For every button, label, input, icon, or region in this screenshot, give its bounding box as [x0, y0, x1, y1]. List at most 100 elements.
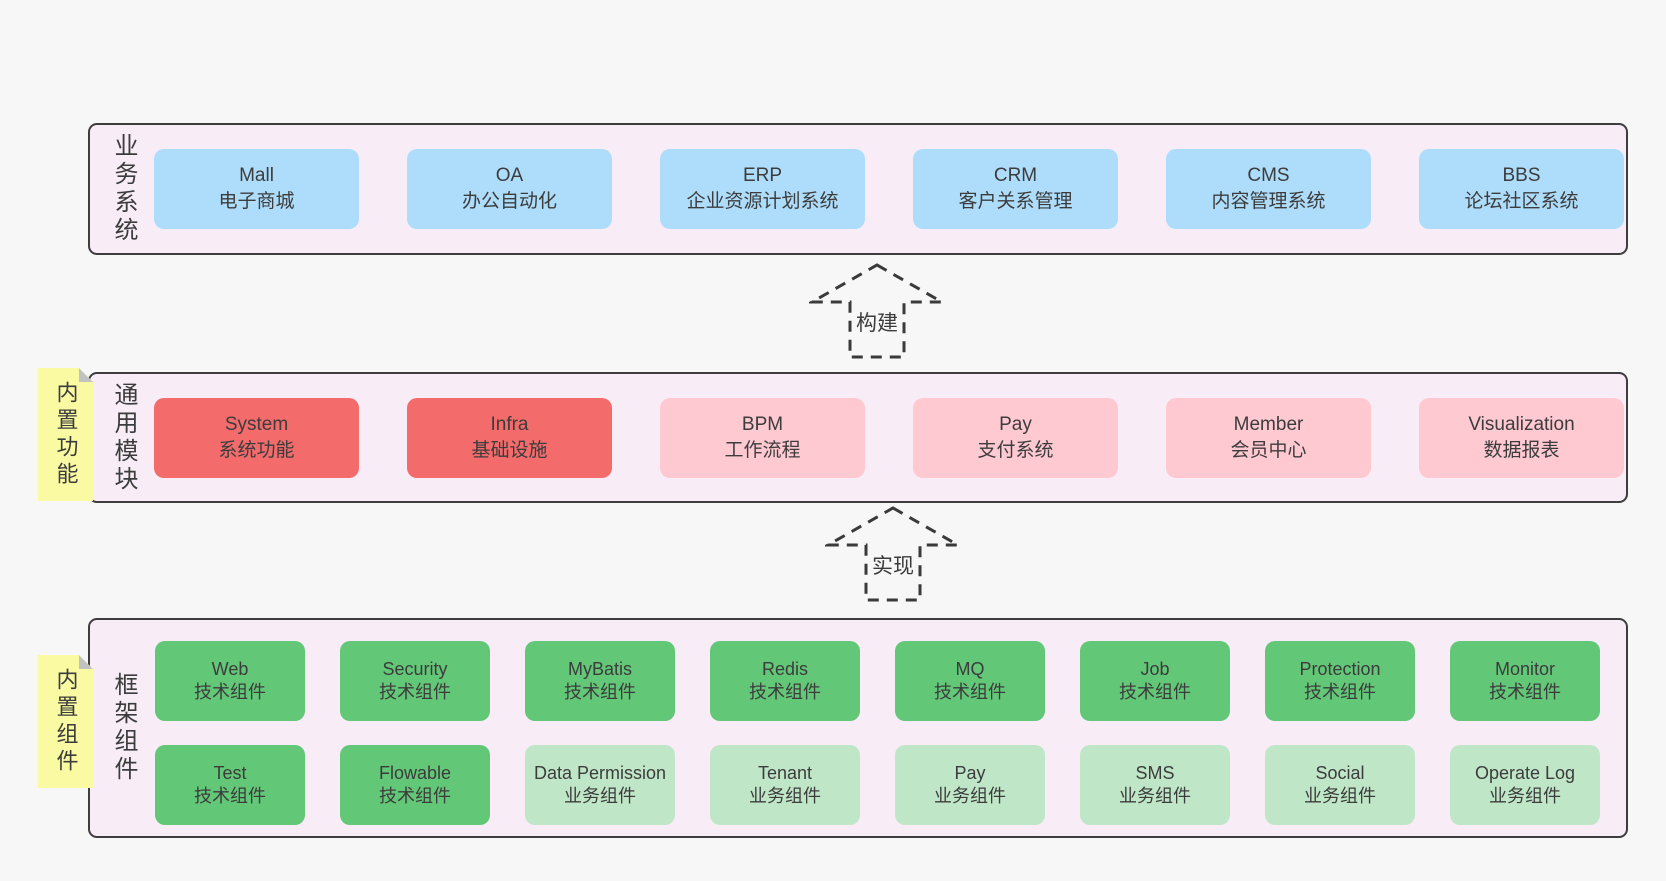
box-bbs: BBS 论坛社区系统: [1419, 149, 1624, 229]
box-name: Test: [213, 762, 247, 783]
modules-box-row: System 系统功能 Infra 基础设施 BPM 工作流程 Pay 支付系统…: [154, 374, 1624, 501]
box-desc: 系统功能: [218, 439, 295, 461]
box-name: OA: [495, 165, 524, 187]
box-name: ERP: [742, 165, 783, 187]
box-desc: 电子商城: [218, 191, 295, 212]
box-desc: 企业资源计划系统: [686, 191, 839, 212]
box-desc: 数据报表: [1483, 439, 1560, 461]
box-mall: Mall 电子商城: [154, 149, 359, 229]
sticky-note-label: 内置功能: [53, 380, 79, 489]
business-box-row: Mall 电子商城 OA 办公自动化 ERP 企业资源计划系统 CRM 客户关系…: [154, 125, 1624, 253]
components-box-rows: Web 技术组件 Security 技术组件 MyBatis 技术组件 Redi…: [155, 641, 1600, 825]
box-visualization: Visualization 数据报表: [1419, 397, 1624, 478]
implement-arrow: 实现: [825, 505, 961, 603]
band-components-label: 框架组件: [110, 672, 137, 784]
box-name: Monitor: [1494, 658, 1556, 679]
components-row-2: Test 技术组件 Flowable 技术组件 Data Permission …: [155, 745, 1600, 825]
box-desc: 业务组件: [934, 786, 1006, 806]
box-desc: 技术组件: [1489, 682, 1561, 702]
box-desc: 技术组件: [934, 682, 1006, 702]
box-member: Member 会员中心: [1166, 397, 1371, 478]
box-desc: 技术组件: [194, 682, 266, 702]
box-name: Job: [1140, 658, 1170, 679]
box-desc: 会员中心: [1230, 439, 1307, 461]
box-desc: 支付系统: [977, 439, 1054, 461]
box-erp: ERP 企业资源计划系统: [660, 149, 865, 229]
box-desc: 客户关系管理: [958, 191, 1073, 212]
band-framework-components: 框架组件 Web 技术组件 Security 技术组件 MyBatis 技术组件…: [88, 618, 1628, 838]
box-desc: 办公自动化: [461, 191, 557, 212]
box-name: Pay: [954, 762, 986, 783]
box-desc: 内容管理系统: [1211, 191, 1326, 212]
box-name: Member: [1233, 413, 1304, 435]
box-infra: Infra 基础设施: [407, 397, 612, 478]
box-mq: MQ 技术组件: [895, 641, 1045, 721]
box-name: BBS: [1502, 165, 1541, 187]
box-sms: SMS 业务组件: [1080, 745, 1230, 825]
box-name: Operate Log: [1474, 762, 1576, 783]
band-modules-label: 通用模块: [110, 381, 137, 494]
sticky-note-built-in-features: 内置功能: [38, 368, 93, 501]
box-cms: CMS 内容管理系统: [1166, 149, 1371, 229]
box-name: Infra: [490, 413, 529, 435]
box-bpm: BPM 工作流程: [660, 397, 865, 478]
box-name: Flowable: [378, 762, 452, 783]
box-name: Security: [382, 658, 448, 679]
box-name: Data Permission: [533, 762, 667, 783]
box-oa: OA 办公自动化: [407, 149, 612, 229]
components-row-1: Web 技术组件 Security 技术组件 MyBatis 技术组件 Redi…: [155, 641, 1600, 721]
build-arrow-label: 构建: [853, 307, 901, 337]
box-name: Social: [1315, 762, 1365, 783]
box-web: Web 技术组件: [155, 641, 305, 721]
box-name: Tenant: [757, 762, 813, 783]
box-desc: 技术组件: [1119, 682, 1191, 702]
box-name: MQ: [955, 658, 985, 679]
box-crm: CRM 客户关系管理: [913, 149, 1118, 229]
box-monitor: Monitor 技术组件: [1450, 641, 1600, 721]
box-name: SMS: [1135, 762, 1175, 783]
box-desc: 论坛社区系统: [1464, 191, 1579, 212]
box-name: Pay: [999, 413, 1032, 435]
box-security: Security 技术组件: [340, 641, 490, 721]
build-arrow: 构建: [809, 262, 945, 360]
box-flowable: Flowable 技术组件: [340, 745, 490, 825]
box-name: Redis: [761, 658, 809, 679]
implement-arrow-label: 实现: [869, 550, 917, 580]
band-common-modules: 通用模块 System 系统功能 Infra 基础设施 BPM 工作流程 Pay…: [88, 372, 1628, 503]
box-operate-log: Operate Log 业务组件: [1450, 745, 1600, 825]
sticky-note-built-in-components: 内置组件: [38, 655, 93, 788]
box-tenant: Tenant 业务组件: [710, 745, 860, 825]
box-data-permission: Data Permission 业务组件: [525, 745, 675, 825]
box-desc: 业务组件: [749, 786, 821, 806]
box-desc: 技术组件: [564, 682, 636, 702]
sticky-note-label: 内置组件: [53, 667, 79, 776]
box-name: Mall: [239, 165, 274, 187]
box-system: System 系统功能: [154, 397, 359, 478]
band-business-label: 业务系统: [110, 133, 137, 245]
box-desc: 技术组件: [379, 786, 451, 806]
box-social: Social 业务组件: [1265, 745, 1415, 825]
box-desc: 工作流程: [724, 439, 801, 461]
box-desc: 技术组件: [749, 682, 821, 702]
box-desc: 技术组件: [1304, 682, 1376, 702]
box-desc: 业务组件: [1119, 786, 1191, 806]
box-desc: 业务组件: [1304, 786, 1376, 806]
box-job: Job 技术组件: [1080, 641, 1230, 721]
band-business-systems: 业务系统 Mall 电子商城 OA 办公自动化 ERP 企业资源计划系统 CRM…: [88, 123, 1628, 255]
box-name: Visualization: [1468, 413, 1575, 435]
box-name: CMS: [1247, 165, 1290, 187]
box-desc: 技术组件: [194, 786, 266, 806]
box-test: Test 技术组件: [155, 745, 305, 825]
box-desc: 技术组件: [379, 682, 451, 702]
box-name: Web: [211, 658, 249, 679]
box-redis: Redis 技术组件: [710, 641, 860, 721]
box-pay-component: Pay 业务组件: [895, 745, 1045, 825]
box-name: BPM: [741, 413, 784, 435]
box-name: Protection: [1299, 658, 1381, 679]
box-desc: 业务组件: [1489, 786, 1561, 806]
box-desc: 基础设施: [471, 439, 548, 461]
box-pay-module: Pay 支付系统: [913, 397, 1118, 478]
box-name: System: [224, 413, 289, 435]
dashed-up-arrow-icon: [809, 263, 945, 359]
box-name: CRM: [993, 165, 1038, 187]
